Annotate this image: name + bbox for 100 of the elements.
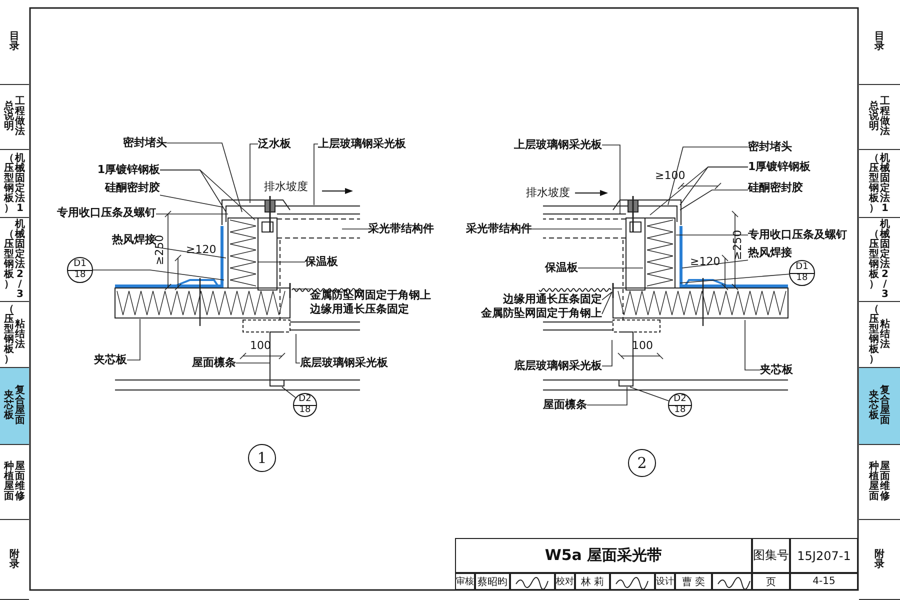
tab-label: 机械固定法1 — [15, 154, 25, 214]
index-text: D1 — [74, 259, 86, 270]
callout-label: 泛水板 — [258, 136, 291, 152]
leader-line — [126, 318, 140, 360]
index-text: D2 — [674, 394, 686, 405]
callout-label: 专用收口压条及螺钉 — [57, 206, 156, 220]
leader-line — [282, 386, 296, 398]
section-tab — [0, 368, 29, 445]
dimension-text: ≥250 — [730, 230, 745, 260]
leader-line — [342, 228, 368, 230]
leader-line — [668, 146, 748, 206]
index-text: D1 — [796, 262, 808, 273]
callout-label: 采光带结构件 — [368, 222, 434, 236]
tab-label: 屋面维修 — [880, 462, 890, 502]
section-tab — [859, 150, 900, 218]
leader-line — [160, 194, 222, 208]
leader-line — [676, 234, 748, 236]
callout-label: 保温板 — [545, 260, 578, 276]
tab-label: 种植屋面 — [869, 462, 879, 502]
leader-line — [602, 292, 612, 300]
tab-label: 复合屋面 — [15, 386, 25, 426]
leader-line — [602, 292, 612, 314]
callout-label: 1厚镀锌钢板 — [97, 162, 160, 178]
callout-label: 硅酮密封胶 — [105, 180, 160, 196]
tab-label: 工程做法 — [880, 97, 890, 137]
title-block-cell: 蔡昭昀 — [475, 573, 510, 590]
title-block-cell: 林 莉 — [575, 573, 610, 590]
tab-label: （压型钢板） — [4, 230, 14, 290]
tab-label: （压型钢板） — [869, 304, 879, 364]
callout-label: 夹芯板 — [760, 362, 793, 378]
callout-label: 保温板 — [305, 254, 338, 270]
tab-label: （压型钢板） — [869, 230, 879, 290]
title-block-cell: 15J207-1 — [790, 538, 858, 573]
tab-label: 复合屋面 — [880, 386, 890, 426]
tab-label: 夹芯板 — [4, 391, 14, 421]
detail-index-circle — [668, 393, 692, 417]
section-tab — [0, 150, 29, 218]
leader-line — [744, 320, 760, 370]
tab-label: 粘结法 — [880, 320, 890, 350]
callout-label: 密封堵头 — [748, 140, 792, 154]
callout-label: 上层玻璃钢采光板 — [514, 138, 602, 152]
tab-label: 粘结法 — [15, 320, 25, 350]
tab-label: 机械固定法2/3 — [15, 220, 25, 300]
callout-label: 屋面檩条 — [543, 398, 587, 412]
callout-label: 边缘用通长压条固定 — [503, 292, 602, 307]
title-block-cell: 曹 奕 — [675, 573, 712, 590]
dimension-text: ≥120 — [186, 242, 216, 258]
leader-line — [314, 144, 318, 206]
callout-label: 底层玻璃钢采光板 — [514, 358, 602, 374]
detail-index-circle — [789, 260, 815, 286]
leader-line — [680, 274, 790, 284]
callout-label: 上层玻璃钢采光板 — [318, 136, 406, 152]
leader-line — [92, 270, 224, 280]
leader-line — [250, 144, 258, 204]
title-block-cell: 图集号 — [752, 538, 790, 573]
title-block-cell: 页 — [752, 573, 790, 590]
leader-line — [166, 142, 242, 212]
leader-line — [602, 144, 620, 214]
detail-number: 2 — [628, 449, 656, 477]
leader-line — [630, 386, 670, 402]
detail-index-circle — [293, 393, 317, 417]
tab-label: （压型钢板） — [869, 154, 879, 214]
tab-label: 附录 — [10, 550, 20, 570]
leader-line — [160, 170, 256, 220]
leader-line — [532, 228, 622, 230]
callout-label: 热风焊接 — [748, 246, 792, 260]
callout-label: 金属防坠网固定于角钢上 — [481, 307, 602, 322]
detail-number: 1 — [248, 444, 276, 472]
drawing-title: W5a 屋面采光带 — [455, 538, 752, 573]
callout-label: 夹芯板 — [94, 352, 127, 368]
callout-label: 采光带结构件 — [466, 222, 532, 236]
callout-label: 边缘用通长压条固定 — [310, 303, 409, 318]
leader-line — [292, 288, 310, 290]
title-block-cell: 审核 — [455, 573, 475, 590]
tab-label: （压型钢板） — [4, 154, 14, 214]
tab-label: （压型钢板） — [4, 304, 14, 364]
tab-label: 总说明 — [4, 102, 14, 132]
detail-index-circle — [67, 257, 93, 283]
flow-direction-text: 排水坡度 — [526, 186, 570, 200]
tab-label: 屋面维修 — [15, 462, 25, 502]
tab-label: 目录 — [10, 32, 20, 52]
leader-line — [296, 334, 300, 364]
leader-line — [236, 362, 270, 364]
title-block-cell: 4-15 — [790, 573, 858, 590]
dimension-text: ≥120 — [690, 254, 720, 270]
index-text: D2 — [298, 394, 312, 405]
callout-label: 硅酮密封胶 — [748, 180, 803, 196]
section-tab — [0, 218, 29, 302]
tab-label: 工程做法 — [15, 97, 25, 137]
tab-label: 机械固定法1 — [880, 154, 890, 214]
tab-label: 附录 — [874, 550, 884, 570]
leader-line — [586, 386, 628, 406]
leader-line — [602, 340, 612, 366]
tab-label: 机械固定法2/3 — [880, 220, 890, 300]
title-block-cell: 校对 — [555, 573, 575, 590]
tab-label: 种植屋面 — [4, 462, 14, 502]
section-tab — [859, 368, 900, 445]
callout-label: 专用收口压条及螺钉 — [748, 228, 847, 242]
callout-label: 底层玻璃钢采光板 — [300, 356, 388, 370]
flow-direction-text: 排水坡度 — [264, 180, 308, 194]
